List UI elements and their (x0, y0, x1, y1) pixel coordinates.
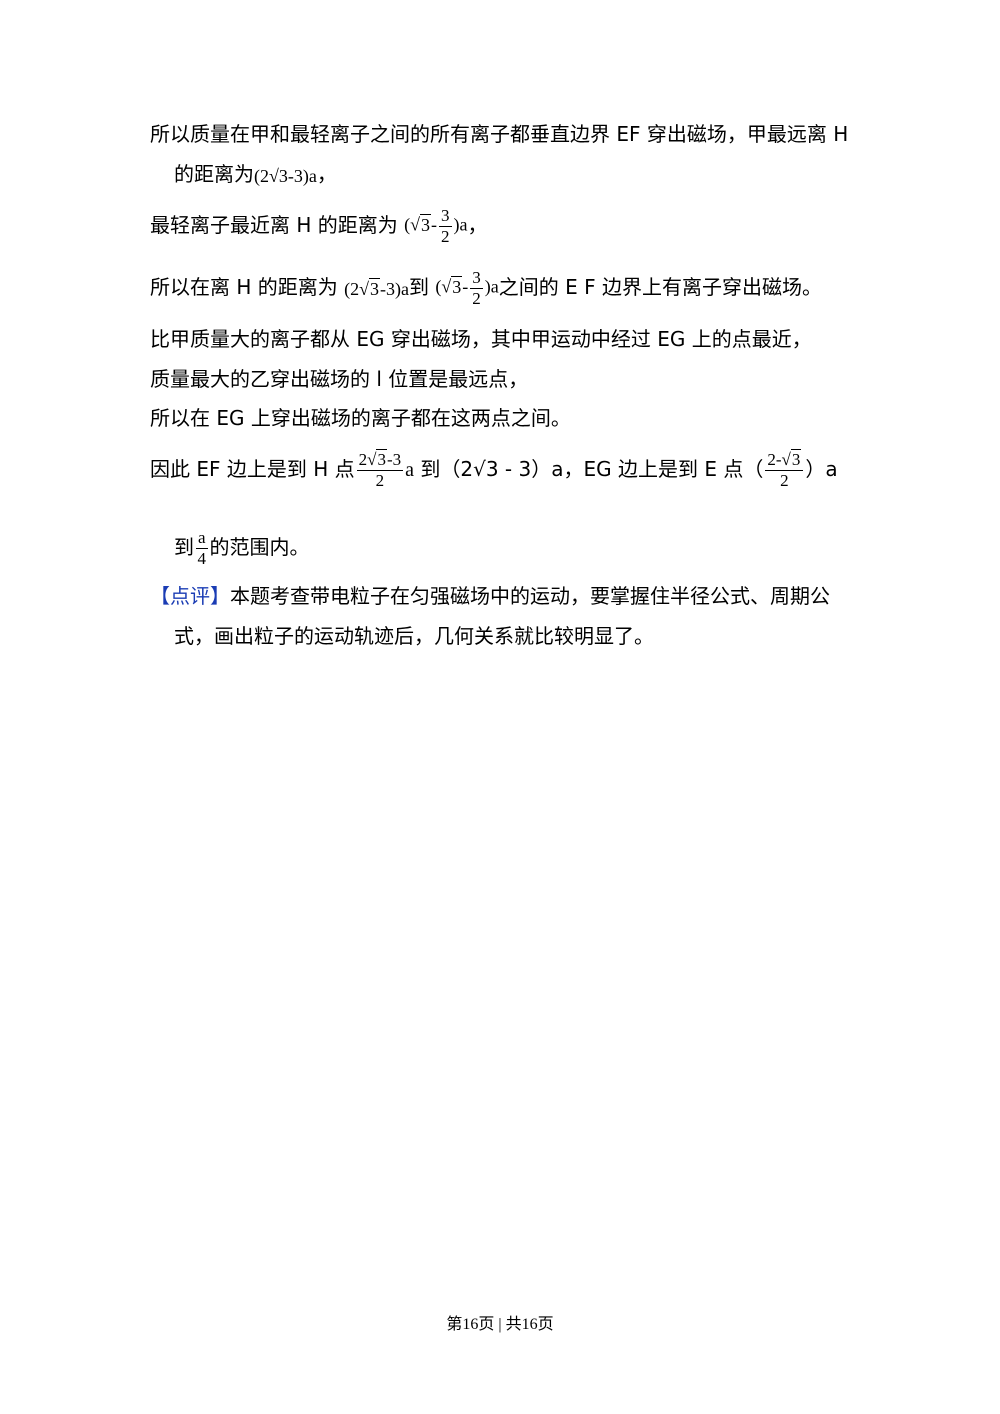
expr-2sqrt3-minus-3-a: (2√3-3)a (344, 277, 409, 299)
line-1-text: 所以质量在甲和最轻离子之间的所有离子都垂直边界 EF 穿出磁场，甲最远离 H (150, 122, 849, 146)
var-a: a (490, 276, 499, 297)
radicand: 3 (790, 449, 802, 469)
page-footer: 第16页 | 共16页 (446, 1316, 554, 1333)
radicand: 3 (369, 277, 380, 299)
review-tag: 【点评】 (150, 584, 230, 608)
line-3-post: ， (467, 213, 488, 237)
radicand: 3 (376, 449, 387, 469)
var-a: a (405, 459, 415, 481)
review-text-2: 式，画出粒子的运动轨迹后，几何关系就比较明显了。 (174, 624, 654, 648)
line-4-pre: 所以在离 H 的距离为 (150, 275, 338, 299)
line-6-text: 质量最大的乙穿出磁场的 l 位置是最远点， (150, 367, 529, 391)
numerator-part: 2- (767, 450, 782, 469)
text-line-7: 所以在 EG 上穿出磁场的离子都在这两点之间。 (150, 404, 571, 432)
var-a: a (401, 278, 409, 299)
line-2-post: ， (316, 162, 337, 186)
numerator-part: 2 (358, 450, 368, 469)
review-line-2: 式，画出粒子的运动轨迹后，几何关系就比较明显了。 (174, 622, 654, 650)
expr-2sqrt3-minus-3-a: (2√3-3)a (254, 165, 317, 186)
denominator: 2 (441, 227, 450, 246)
denominator: 2 (375, 471, 385, 490)
review-line-1: 【点评】本题考查带电粒子在匀强磁场中的运动，要掌握住半径公式、周期公 (150, 582, 830, 610)
line-8-post: ）a (805, 457, 838, 481)
text-line-6: 质量最大的乙穿出磁场的 l 位置是最远点， (150, 365, 528, 393)
line-8-pre: 因此 EF 边上是到 H 点 (150, 457, 355, 481)
denominator: 2 (780, 471, 789, 490)
text-line-1: 所以质量在甲和最轻离子之间的所有离子都垂直边界 EF 穿出磁场，甲最远离 H (150, 120, 848, 148)
line-4-post: 之间的 E F 边界上有离子穿出磁场。 (498, 275, 822, 299)
text-line-2: 的距离为(2√3-3)a， (174, 160, 337, 190)
denominator: 2 (472, 289, 481, 308)
radicand: 3 (451, 275, 463, 297)
numerator: 3 (439, 206, 452, 227)
text-line-5: 比甲质量大的离子都从 EG 穿出磁场，其中甲运动中经过 EG 上的点最近， (150, 325, 812, 353)
numerator-part: -3 (386, 450, 402, 469)
line-4-mid: 到 (409, 275, 429, 299)
var-a: a (459, 214, 468, 235)
denominator: 4 (197, 549, 207, 568)
radicand: 3 (420, 213, 431, 235)
review-text-1: 本题考查带电粒子在匀强磁场中的运动，要掌握住半径公式、周期公 (230, 584, 830, 608)
line-9-post: 的范围内。 (209, 535, 310, 559)
numerator: 3 (470, 268, 483, 289)
numerator: a (196, 528, 208, 549)
line-5-text: 比甲质量大的离子都从 EG 穿出磁场，其中甲运动中经过 EG 上的点最近， (150, 327, 812, 351)
line-9-pre: 到 (174, 535, 194, 559)
line-7-text: 所以在 EG 上穿出磁场的离子都在这两点之间。 (150, 406, 571, 430)
line-3-pre: 最轻离子最近离 H 的距离为 (150, 213, 398, 237)
line-8-mid: 到（2√3 - 3）a，EG 边上是到 E 点（ (420, 457, 764, 481)
line-2-pre: 的距离为 (174, 162, 254, 186)
